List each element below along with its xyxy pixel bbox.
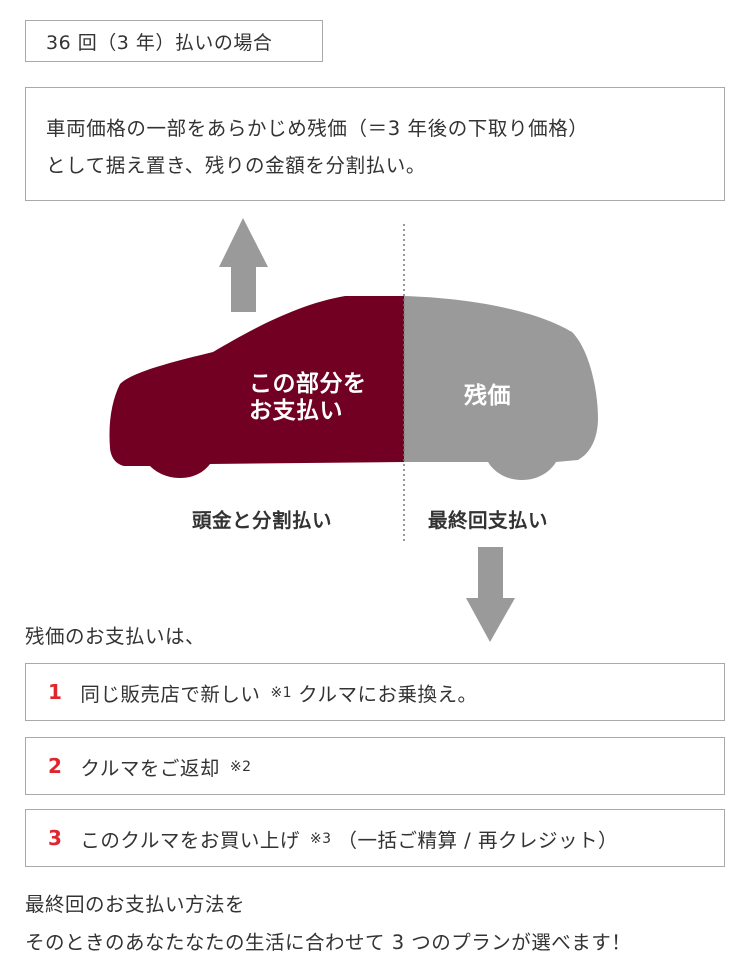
option-1-number: 1 bbox=[48, 680, 63, 704]
down-arrow-icon bbox=[466, 547, 515, 642]
plan-title-box: 36 回（3 年）払いの場合 bbox=[25, 20, 323, 62]
option-1-text: 同じ販売店で新しい bbox=[80, 682, 261, 706]
plan-title: 36 回（3 年）払いの場合 bbox=[46, 31, 273, 54]
car-paid-portion bbox=[109, 296, 405, 478]
footer-line-2: そのときのあなたなたの生活に合わせて 3 つのプランが選べます！ bbox=[25, 931, 632, 954]
description-line-1: 車両価格の一部をあらかじめ残価（＝3 年後の下取り価格） bbox=[46, 117, 589, 140]
option-3-note: ※3 bbox=[309, 831, 332, 847]
option-2-text: クルマをご返却 bbox=[80, 756, 220, 780]
option-1-note: ※1 bbox=[270, 685, 293, 701]
option-3-text-after: （一括ご精算 / 再クレジット） bbox=[337, 828, 618, 852]
final-payment-caption: 最終回支払い bbox=[428, 509, 549, 532]
option-2-box: 2 クルマをご返却 ※2 bbox=[25, 737, 725, 795]
up-arrow-icon bbox=[219, 218, 268, 312]
option-1-text-after: クルマにお乗換え。 bbox=[298, 682, 478, 706]
option-2-number: 2 bbox=[48, 754, 63, 778]
down-payment-caption: 頭金と分割払い bbox=[192, 509, 333, 532]
car-residual-portion bbox=[404, 296, 598, 480]
option-3-number: 3 bbox=[48, 826, 63, 850]
footer-line-1: 最終回のお支払い方法を bbox=[25, 893, 246, 916]
option-3-box: 3 このクルマをお買い上げ ※3 （一括ご精算 / 再クレジット） bbox=[25, 809, 725, 867]
description-box: 車両価格の一部をあらかじめ残価（＝3 年後の下取り価格） として据え置き、残りの… bbox=[25, 87, 725, 201]
car-illustration bbox=[109, 218, 598, 642]
option-3-text: このクルマをお買い上げ bbox=[80, 828, 300, 852]
paid-portion-label-line-2: お支払い bbox=[249, 398, 343, 424]
option-1-box: 1 同じ販売店で新しい ※1 クルマにお乗換え。 bbox=[25, 663, 725, 721]
paid-portion-label: この部分を お支払い bbox=[249, 371, 367, 425]
residual-label: 残価 bbox=[464, 383, 511, 409]
paid-portion-label-line-1: この部分を bbox=[249, 371, 367, 397]
description-line-2: として据え置き、残りの金額を分割払い。 bbox=[46, 154, 426, 177]
option-2-note: ※2 bbox=[229, 759, 252, 775]
options-intro: 残価のお支払いは、 bbox=[25, 625, 206, 648]
